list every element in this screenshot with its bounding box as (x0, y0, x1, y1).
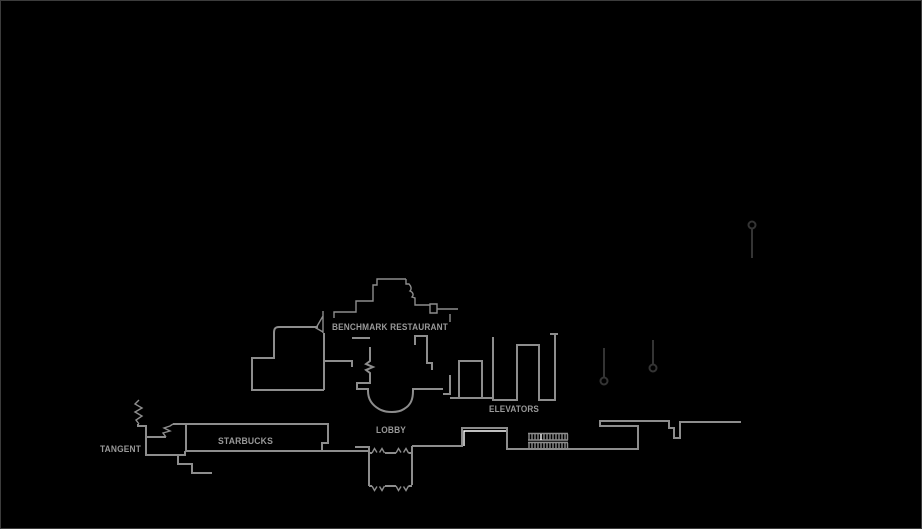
marker-head-top-right (747, 220, 757, 230)
stairs-treads-lower (528, 443, 569, 449)
door-swing-symbol (315, 311, 324, 333)
break-line-squiggle-left (133, 399, 144, 425)
corridor-south-wall (412, 427, 638, 450)
labels-group: BENCHMARK RESTAURANT ELEVATORS LOBBY STA… (100, 322, 539, 455)
right-wing-walls (599, 420, 741, 450)
highlight-group (463, 430, 542, 446)
label-tangent: TANGENT (100, 444, 141, 455)
counter-highlight-edge (463, 430, 506, 446)
markers-group (599, 220, 757, 386)
restaurant-divider-wall (323, 333, 370, 390)
door-glyph-bottom-right (395, 485, 410, 492)
elevator-shafts-wall (492, 333, 558, 401)
restaurant-top-structure (333, 278, 430, 318)
break-line-squiggle-right (161, 423, 174, 438)
restaurant-top-door-box (429, 303, 458, 322)
label-lobby: LOBBY (376, 425, 406, 436)
door-glyph-bottom-left (371, 485, 386, 492)
tangent-room-walls (137, 424, 212, 474)
label-starbucks: STARBUCKS (218, 436, 273, 447)
label-benchmark-restaurant: BENCHMARK RESTAURANT (332, 322, 448, 333)
lobby-left-wall (356, 347, 376, 390)
vestibule-walls (355, 446, 413, 487)
lobby-bay-scallop (367, 388, 443, 413)
marker-head-middle (648, 363, 658, 373)
restaurant-left-wing-wall (251, 326, 324, 391)
marker-head-left (599, 376, 609, 386)
restaurant-right-wall (414, 335, 433, 370)
label-elevators: ELEVATORS (489, 404, 539, 415)
pre-elevator-room-wall (443, 360, 493, 399)
door-glyph-top-right (395, 447, 410, 454)
stairs-treads-upper (528, 434, 569, 440)
starbucks-walls (173, 423, 369, 452)
stairs-rails (528, 432, 568, 450)
detail-lines-group (133, 278, 569, 492)
walls-group (137, 326, 741, 487)
door-glyph-top-left (371, 447, 386, 454)
